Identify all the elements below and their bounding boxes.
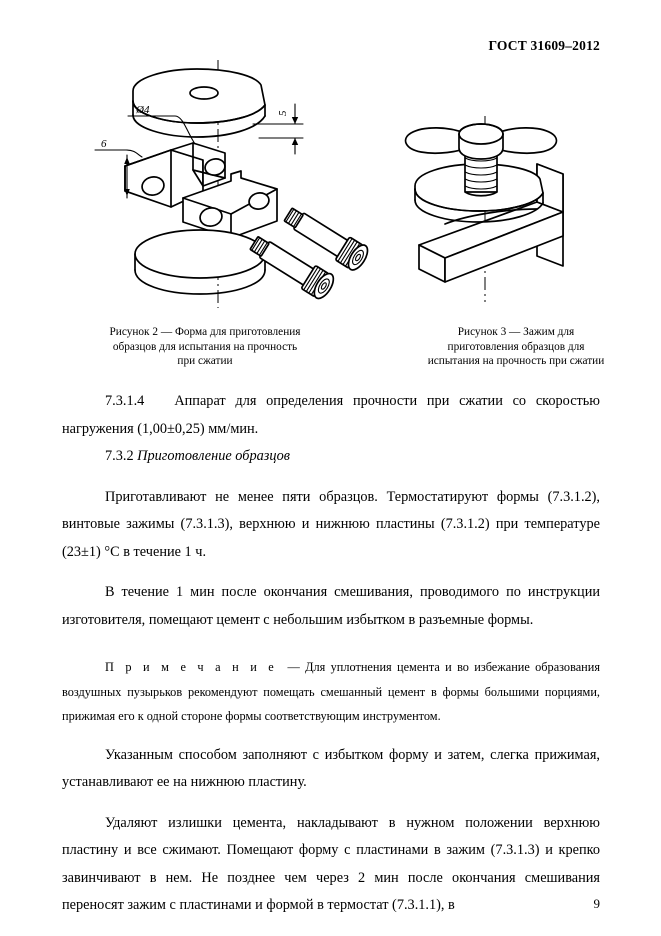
figures-row: 5 [61, 58, 600, 310]
clause-number-7-3-2: 7.3.2 [105, 448, 134, 464]
figure-3-threaded-screw [464, 149, 498, 197]
figure-2-drawing: 5 [87, 58, 387, 310]
note-dash: — [287, 660, 300, 674]
figure-3-caption-line-1: Рисунок 3 — Зажим для [457, 326, 575, 338]
figure-2-screws [249, 207, 369, 300]
figure-2-right-half-mold [182, 170, 278, 239]
figure-2-caption-line-3: при сжатии [177, 355, 233, 368]
heading-7-3-2: 7.3.2 Приготовление образцов [62, 443, 600, 471]
figure-2-top-plate [132, 68, 266, 138]
figure-2-caption-line-2: образцов для испытания на прочность [112, 340, 298, 353]
figure-2-caption: Рисунок 2 — Форма для приготовления обра… [62, 325, 348, 369]
figure-2-diameter-label: Ø4 [135, 104, 150, 116]
page-number: 9 [593, 896, 601, 911]
figure-3-caption-line-3: испытания на прочность при сжатии [427, 355, 605, 368]
figure-3-caption: Рисунок 3 — Зажим для приготовления обра… [372, 325, 660, 369]
figure-2-diameter-dimension: Ø4 [127, 104, 196, 145]
heading-7-3-2-title: Приготовление образцов [137, 448, 290, 464]
figure-3-wing-handle [404, 123, 558, 160]
figure-2-thickness-dimension: 5 [252, 103, 304, 155]
clause-number-7-3-1-4: 7.3.1.4 [105, 393, 145, 409]
figure-3-caption-line-2: приготовления образцов для [447, 340, 585, 353]
note-block: П р и м е ч а н и е — Для уплотнения цем… [62, 655, 600, 729]
figure-2-thickness-label: 5 [277, 110, 289, 116]
paragraph-mixing: В течение 1 мин после окончания смешиван… [62, 584, 600, 628]
figure-2-left-half-mold [124, 142, 226, 208]
figure-2-bottom-plate [134, 229, 266, 295]
figure-3-drawing [397, 114, 597, 304]
figure-2-height-dimension: 6 [94, 138, 143, 199]
paragraph-7-3-1-4-text: Аппарат для определения прочности при сж… [62, 393, 600, 437]
page-header-standard-number: ГОСТ 31609–2012 [488, 38, 600, 53]
figure-2-caption-line-1: Рисунок 2 — Форма для приготовления [109, 326, 301, 338]
paragraph-fill: Указанным способом заполняют с избытком … [62, 746, 600, 791]
note-label: П р и м е ч а н и е [105, 660, 277, 674]
note-text: Для уплотнения цемента и во избежание об… [62, 660, 601, 723]
figure-2-height-label: 6 [101, 138, 107, 150]
paragraph-samples: Приготавливают не менее пяти образцов. Т… [62, 488, 600, 560]
paragraph-remove: Удаляют излишки цемента, накладывают в н… [62, 814, 600, 914]
